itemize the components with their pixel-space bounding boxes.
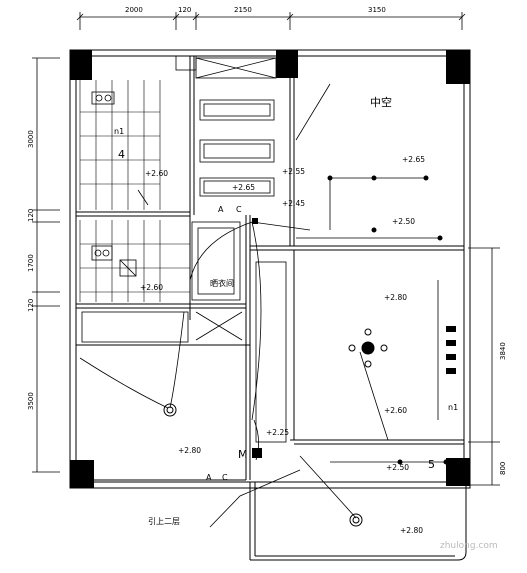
level-9: +2.60 xyxy=(384,406,407,415)
mark-1: n1 xyxy=(114,127,124,136)
dim-top-3: 2150 xyxy=(234,6,252,14)
level-8: +2.80 xyxy=(384,293,407,302)
dim-right-1: 3840 xyxy=(499,342,507,360)
dim-top-4: 3150 xyxy=(368,6,386,14)
mark-9: M xyxy=(238,448,248,461)
mark-7: n1 xyxy=(448,403,458,412)
dim-top-1: 2000 xyxy=(125,6,143,14)
tile-grid-lower xyxy=(79,220,190,302)
dim-left-1: 3000 xyxy=(27,130,35,148)
level-11: +2.25 xyxy=(266,428,289,437)
columns xyxy=(70,50,470,488)
left-dimension-texts: 3000 120 1700 120 3500 xyxy=(27,130,35,410)
watermark: zhulong.com xyxy=(440,541,498,551)
mark-2: 4 xyxy=(118,148,125,161)
stair-void-box xyxy=(195,57,277,341)
wiring xyxy=(79,177,446,519)
level-3: +2.55 xyxy=(282,167,305,176)
interior-walls xyxy=(76,56,464,481)
room-laundry-label: 晒衣间 xyxy=(210,278,234,288)
level-13: +2.80 xyxy=(400,526,423,535)
mark-8: 5 xyxy=(428,458,435,471)
tile-grid-upper xyxy=(79,80,161,210)
level-6: +2.50 xyxy=(392,217,415,226)
note-upstairs: 引上二层 xyxy=(148,517,180,526)
dim-top-2: 120 xyxy=(178,6,191,14)
level-5: +2.45 xyxy=(282,199,305,208)
left-dimension-chain xyxy=(32,57,60,473)
level-7: +2.60 xyxy=(140,283,163,292)
level-2: +2.65 xyxy=(232,183,255,192)
level-12: +2.50 xyxy=(386,463,409,472)
outlet-blocks xyxy=(252,218,456,458)
dim-right-2: 800 xyxy=(499,462,507,475)
light-fixtures xyxy=(163,175,449,527)
mark-4: C xyxy=(236,205,242,214)
top-dimension-chain xyxy=(76,12,466,30)
room-void-label: 中空 xyxy=(370,95,392,109)
right-dimension-chain xyxy=(468,247,500,486)
dim-left-5: 3500 xyxy=(27,392,35,410)
note-leader xyxy=(209,469,301,528)
dim-left-3: 1700 xyxy=(27,254,35,272)
mark-6: C xyxy=(222,473,228,482)
section-marks: n1 4 A C A C n1 5 M xyxy=(114,127,458,482)
fixtures xyxy=(81,55,287,443)
mark-5: A xyxy=(206,473,212,482)
void-outline xyxy=(295,83,331,141)
level-1: +2.60 xyxy=(145,169,168,178)
mark-3: A xyxy=(218,205,224,214)
dim-left-2: 120 xyxy=(27,209,35,222)
dim-left-4: 120 xyxy=(27,299,35,312)
outer-walls xyxy=(69,49,471,561)
level-4: +2.65 xyxy=(402,155,425,164)
level-10: +2.80 xyxy=(178,446,201,455)
